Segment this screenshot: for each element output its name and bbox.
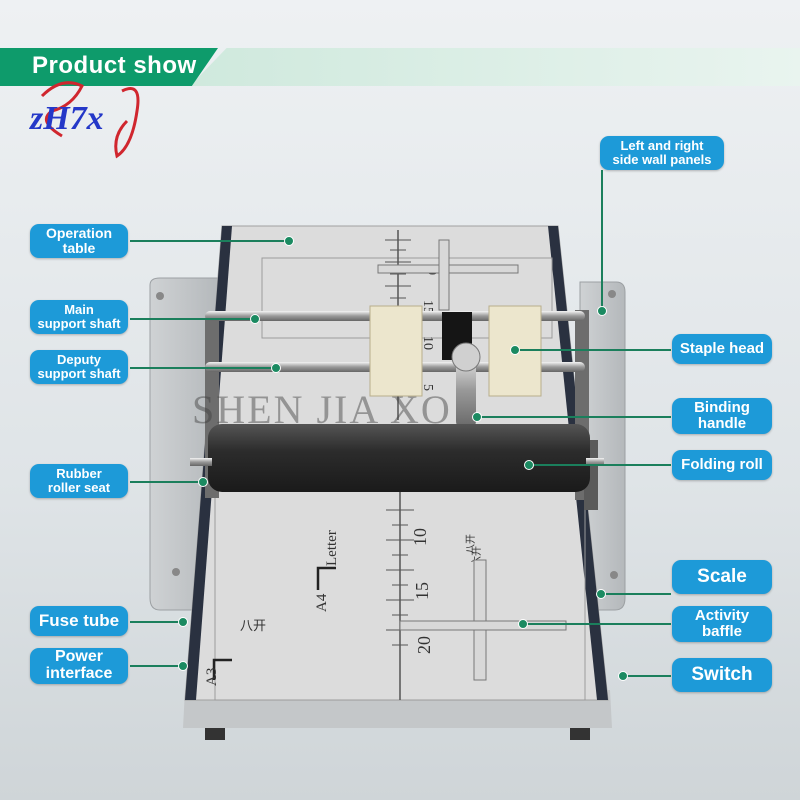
top-tick-marks (385, 239, 411, 299)
roller-shaft-right (586, 458, 604, 466)
leader-rubber-roller (130, 481, 202, 483)
top-char-label: 八开 (466, 534, 477, 554)
top-scale-5: 5 (420, 384, 435, 391)
screw-right-top (608, 290, 616, 298)
screw-left-bottom (172, 568, 180, 576)
leader-scale (602, 593, 671, 595)
brand-logo-icon (40, 81, 140, 159)
roller-shaft-left (190, 458, 212, 466)
bottom-scale-20: 20 (414, 636, 434, 654)
mid-char-label: 八开 (240, 618, 266, 633)
top-scale-15: 15 (420, 300, 435, 314)
leader-staple-head (514, 349, 671, 351)
staple-head-left (369, 305, 423, 397)
dot-deputy-shaft (271, 363, 281, 373)
bottom-scale-15: 15 (412, 582, 432, 600)
binding-handle-knob (451, 342, 481, 372)
dot-folding-roll (524, 460, 534, 470)
callout-side-walls: Left and right side wall panels (600, 136, 724, 170)
leader-main-shaft (130, 318, 254, 320)
leader-switch (624, 675, 671, 677)
dot-operation-table (284, 236, 294, 246)
banner: Product show (0, 48, 800, 86)
dot-switch (618, 671, 628, 681)
callout-activity-baffle: Activity baffle (672, 606, 772, 642)
banner-title: Product show (32, 52, 197, 79)
bottom-tick-marks (386, 509, 414, 646)
leader-activity-baffle (522, 623, 671, 625)
a4-label: A4 (314, 593, 330, 612)
folding-roll (208, 424, 590, 492)
bottom-baffle-post (473, 559, 487, 681)
a3-label: A3 (204, 668, 220, 686)
dot-fuse-tube (178, 617, 188, 627)
bottom-scale-10: 10 (410, 528, 430, 546)
screw-right-bottom (610, 571, 618, 579)
banner-dark-band (0, 48, 218, 86)
callout-staple-head: Staple head (672, 334, 772, 364)
callout-power: Power interface (30, 648, 128, 684)
letter-marker (316, 566, 336, 590)
screw-left-top (156, 292, 164, 300)
dot-side-walls (597, 306, 607, 316)
banner-light-band (190, 48, 800, 86)
callout-scale: Scale (672, 560, 772, 594)
foot-left (205, 728, 225, 740)
a3-marker (212, 658, 232, 680)
leader-power (130, 665, 182, 667)
dot-activity-baffle (518, 619, 528, 629)
dot-power (178, 661, 188, 671)
callout-switch: Switch (672, 658, 772, 692)
dot-binding-handle (472, 412, 482, 422)
callout-rubber-roller: Rubber roller seat (30, 464, 128, 498)
callout-main-shaft: Main support shaft (30, 300, 128, 334)
dot-staple-head (510, 345, 520, 355)
watermark-text: SHEN JIA XO (192, 387, 452, 432)
leader-binding-handle (476, 416, 671, 418)
leader-deputy-shaft (130, 367, 275, 369)
top-scale-10: 10 (420, 336, 435, 350)
leader-operation-table (130, 240, 288, 242)
callout-deputy-shaft: Deputy support shaft (30, 350, 128, 384)
callout-operation-table: Operation table (30, 224, 128, 258)
callout-folding-roll: Folding roll (672, 450, 772, 480)
leader-side-walls (601, 170, 603, 310)
leader-fuse-tube (130, 621, 182, 623)
leader-folding-roll (528, 464, 671, 466)
bottom-baffle-bar (399, 620, 567, 631)
letter-label: Letter (324, 530, 340, 566)
dot-scale (596, 589, 606, 599)
dot-main-shaft (250, 314, 260, 324)
foot-right (570, 728, 590, 740)
side-wall-right (579, 281, 626, 611)
callout-fuse-tube: Fuse tube (30, 606, 128, 636)
dot-rubber-roller (198, 477, 208, 487)
top-baffle-post (438, 239, 450, 311)
callout-binding-handle: Binding handle (672, 398, 772, 434)
brand-logo-text: zH7x (30, 100, 104, 137)
